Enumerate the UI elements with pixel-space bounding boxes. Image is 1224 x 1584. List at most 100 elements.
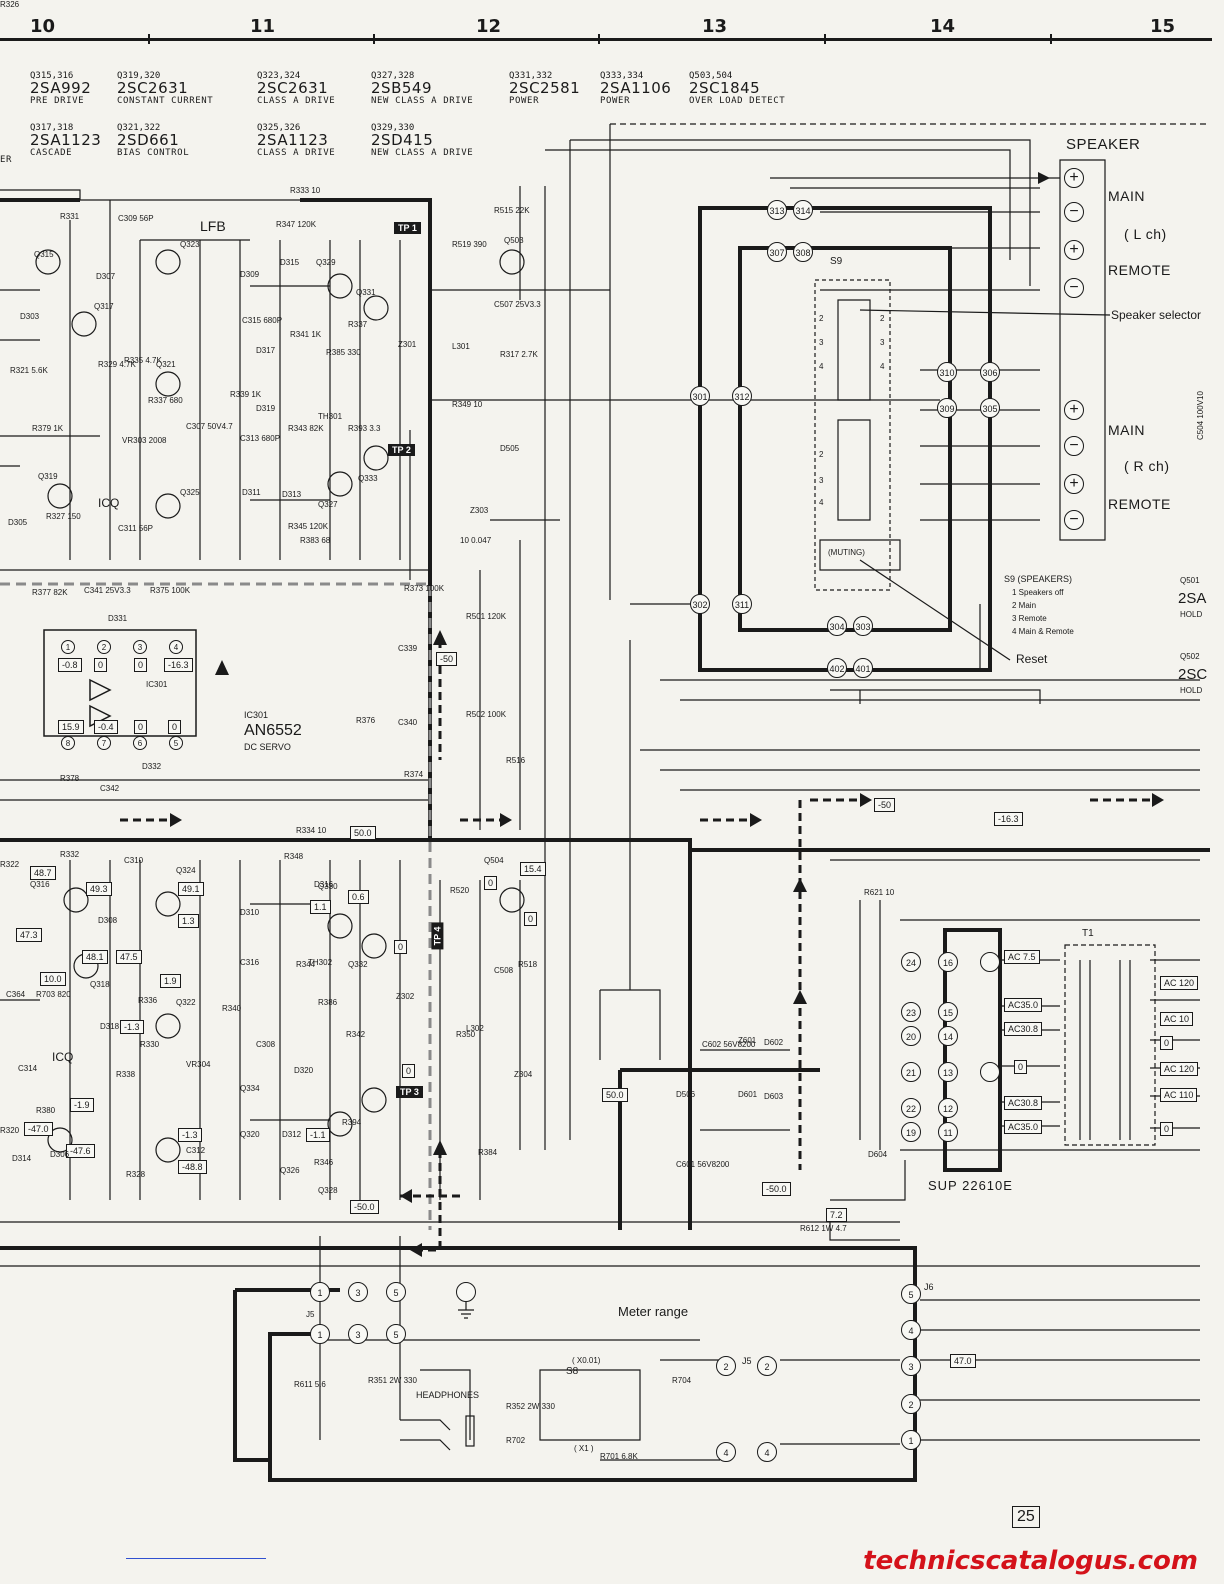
j5-pin: 5 <box>386 1282 406 1302</box>
j5-pin-blank <box>456 1282 476 1302</box>
j5-pin: 2 <box>716 1356 736 1376</box>
component-label: D308 <box>98 916 118 925</box>
component-label: R345 120K <box>288 522 329 531</box>
voltage-box: -16.3 <box>994 812 1023 826</box>
component-label: D305 <box>8 518 28 527</box>
ic-pin: 5 <box>169 736 183 750</box>
component-label: D601 <box>738 1090 758 1099</box>
transistor-role: PRE DRIVE <box>30 96 85 107</box>
component-label: Q317 <box>94 302 114 311</box>
reset-label: Reset <box>1016 652 1048 666</box>
sup-pin: 11 <box>938 1122 958 1142</box>
ruler-tick <box>824 34 826 44</box>
ic301-function: DC SERVO <box>244 742 291 752</box>
plus-terminal: + <box>1064 400 1084 420</box>
component-label: D306 <box>50 1150 70 1159</box>
component-label: Q316 <box>30 880 50 889</box>
component-label: R393 3.3 <box>348 424 381 433</box>
component-label: Q329 <box>316 258 336 267</box>
component-label: Q333 <box>358 474 378 483</box>
terminal: 306 <box>980 362 1000 382</box>
component-label: R519 390 <box>452 240 487 249</box>
component-label: R337 <box>348 320 368 329</box>
component-label: Z304 <box>514 1070 533 1079</box>
voltage-box: -50.0 <box>762 1182 791 1196</box>
component-label: Q326 <box>280 1166 300 1175</box>
component-label: R701 6.8K <box>600 1452 638 1461</box>
component-label: C601 56V8200 <box>676 1160 730 1169</box>
transistor-entry: Q321,322 2SD661 BIAS CONTROL <box>117 123 189 159</box>
voltage-box: 0 <box>134 658 148 672</box>
terminal: 402 <box>827 658 847 678</box>
s9-legend-item: 3 Remote <box>1012 614 1047 623</box>
s8-label: S8 <box>566 1366 579 1377</box>
component-label: C339 <box>398 644 418 653</box>
speaker-title: SPEAKER <box>1066 136 1141 153</box>
tap-box: 0 <box>1160 1036 1174 1050</box>
test-point: TP 4 <box>431 922 444 950</box>
s9-contact: 2 <box>880 314 885 323</box>
s9-contact: 4 <box>819 362 824 371</box>
j6-pin: 3 <box>901 1356 921 1376</box>
sup-pin: 20 <box>901 1026 921 1046</box>
terminal: 307 <box>767 242 787 262</box>
j5-pin: 4 <box>716 1442 736 1462</box>
ic-pin: 4 <box>169 640 183 654</box>
voltage-box: -1.1 <box>306 1128 330 1142</box>
transistor-ids: Q319,320 <box>117 71 161 81</box>
component-label: R520 <box>450 886 470 895</box>
lch-label: ( L ch) <box>1124 226 1167 242</box>
voltage-box: 0 <box>134 720 148 734</box>
component-label: R380 <box>36 1106 56 1115</box>
transistor-entry: Q331,332 2SC2581 POWER <box>509 71 580 107</box>
ruler-tick <box>373 34 375 44</box>
component-label: R394 <box>342 1118 362 1127</box>
component-label: Z301 <box>398 340 417 349</box>
sup-pin: 24 <box>901 952 921 972</box>
voltage-box: 0 <box>484 876 498 890</box>
transistor-role: POWER <box>600 96 631 107</box>
transistor-entry: Q319,320 2SC2631 CONSTANT CURRENT <box>117 71 213 107</box>
component-label: R515 22K <box>494 206 530 215</box>
component-label: D320 <box>294 1066 314 1075</box>
q501-label: Q501 <box>1180 576 1200 585</box>
tap-box: 0 <box>1014 1060 1028 1074</box>
component-label: Q332 <box>348 960 368 969</box>
transistor-part: 2SD415 <box>371 131 434 150</box>
voltage-box: -1.9 <box>70 1098 94 1112</box>
voltage-box: -0.8 <box>58 658 82 672</box>
transistor-entry: Q315,316 2SA992 PRE DRIVE <box>30 71 91 107</box>
transistor-role: NEW CLASS A DRIVE <box>371 148 474 159</box>
j5-pin: 5 <box>386 1324 406 1344</box>
ground-symbol <box>458 1300 474 1319</box>
component-label: R332 <box>60 850 80 859</box>
transistor-entry: Q503,504 2SC1845 OVER LOAD DETECT <box>689 71 785 107</box>
component-label: R352 2W 330 <box>506 1402 555 1411</box>
component-label: C309 56P <box>118 214 154 223</box>
icq-label: ICQ <box>98 496 120 510</box>
plus-terminal: + <box>1064 240 1084 260</box>
component-label: L301 <box>452 342 470 351</box>
s9-contact: 4 <box>819 498 824 507</box>
component-label: D310 <box>240 908 260 917</box>
transistor-part: 2SC2631 <box>117 79 189 98</box>
grid-column-label: 10 <box>30 16 56 37</box>
terminal: 301 <box>690 386 710 406</box>
terminal: 304 <box>827 616 847 636</box>
component-label: Q321 <box>156 360 176 369</box>
component-label: Q504 <box>484 856 504 865</box>
component-label: R321 5.6K <box>10 366 48 375</box>
voltage-box: 0.6 <box>348 890 369 904</box>
component-label: R326 <box>0 0 20 9</box>
component-label: Q330 <box>318 882 338 891</box>
component-label: R335 4.7K <box>124 356 162 365</box>
transistor-entry: Q317,318 2SA1123 CASCADE <box>30 123 101 159</box>
s9-contact: 3 <box>819 338 824 347</box>
terminal: 401 <box>853 658 873 678</box>
component-label: Q325 <box>180 488 200 497</box>
voltage-box: 50.0 <box>350 826 376 840</box>
component-label: R704 <box>672 1376 692 1385</box>
voltage-box: -50 <box>874 798 896 812</box>
component-label: R384 <box>478 1148 498 1157</box>
tap-box: AC 7.5 <box>1004 950 1040 964</box>
